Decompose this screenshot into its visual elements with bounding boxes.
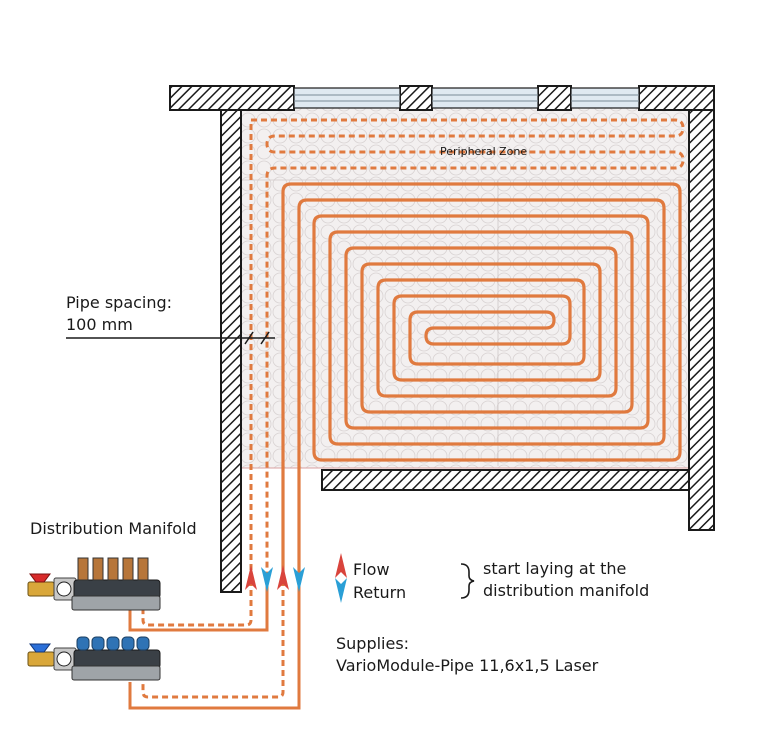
supply-lines [128, 580, 301, 710]
windows [293, 87, 640, 109]
valve-blue-icon [29, 643, 51, 653]
distribution-manifold-title: Distribution Manifold [30, 519, 197, 538]
pipe-spacing-label: Pipe spacing: [66, 293, 173, 312]
laying-note-line1: start laying at the [483, 559, 627, 578]
manifold-flow [27, 557, 161, 611]
pipe-arrows [245, 565, 305, 592]
valve-red-icon [29, 573, 51, 583]
manifold-return [27, 636, 161, 681]
pipe-spacing-value: 100 mm [66, 315, 133, 334]
walls [169, 85, 715, 593]
brace-icon [460, 563, 475, 599]
supplies-product: VarioModule-Pipe 11,6x1,5 Laser [336, 656, 599, 675]
return-arrow-icon [335, 578, 347, 603]
supplies-label: Supplies: [336, 634, 410, 653]
flow-legend-label: Flow [353, 560, 390, 579]
floor-panel [239, 107, 690, 469]
peripheral-zone-label: Peripheral Zone [440, 145, 528, 158]
thermometer-icon [56, 581, 72, 597]
main-field-pipe [281, 182, 682, 580]
laying-note-line2: distribution manifold [483, 581, 650, 600]
return-legend-label: Return [353, 583, 407, 602]
flow-arrow-icon [335, 553, 347, 578]
